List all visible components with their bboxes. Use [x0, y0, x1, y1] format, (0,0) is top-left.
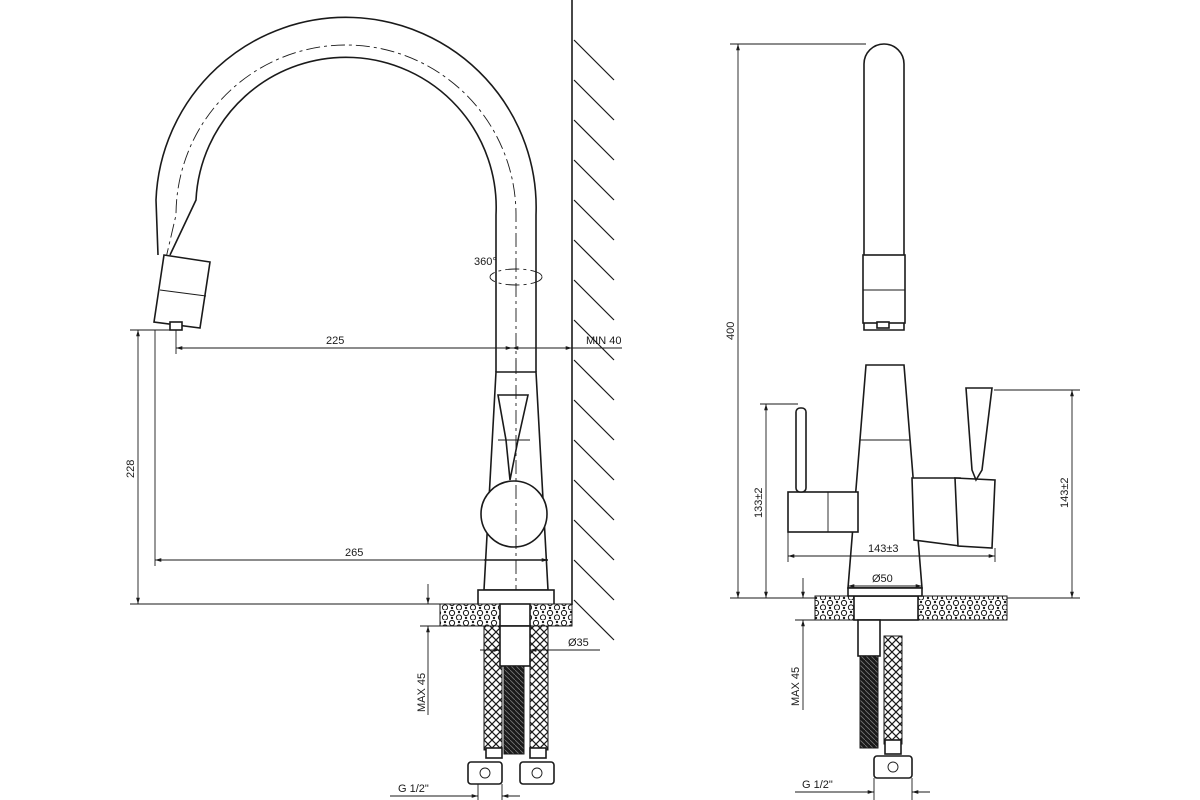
- wall-hatch-line: [573, 479, 615, 521]
- right-valve: [911, 387, 996, 549]
- wall-hatch-line: [573, 599, 615, 641]
- spray-head: [153, 254, 211, 331]
- front-dimensions: 400 133±2 143±2 143±3 Ø50 MAX 45: [725, 43, 1080, 800]
- dim-height-label: 228: [125, 460, 137, 478]
- wall-hatch-line: [573, 199, 615, 241]
- wall-hatch-line: [573, 39, 615, 81]
- wall-hatch-line: [573, 399, 615, 441]
- wall-hatch-line: [573, 559, 615, 601]
- left-valve: [787, 407, 859, 533]
- dim-reach-label: 225: [326, 335, 344, 347]
- dim-front-thread-label: G 1/2": [802, 779, 833, 791]
- dim-front-thickness-label: MAX 45: [790, 667, 802, 706]
- rotation-label: 360°: [474, 256, 497, 268]
- dim-wall-min-label: MIN 40: [586, 335, 621, 347]
- dim-total-reach-label: 265: [345, 547, 363, 559]
- dim-total-height-label: 400: [725, 322, 737, 340]
- dim-thickness-label: MAX 45: [416, 673, 428, 712]
- side-dimensions: 225 MIN 40 228 265 Ø35 MAX 45: [125, 329, 622, 800]
- wall-hatch-line: [573, 439, 615, 481]
- wall-hatch-line: [573, 519, 615, 561]
- rotation-marker: 360°: [474, 256, 543, 286]
- countertop: [439, 603, 573, 627]
- wall-hatch-line: [573, 119, 615, 161]
- faucet-body: [477, 360, 555, 607]
- dim-hole-label: Ø35: [568, 637, 589, 649]
- dim-thread-label: G 1/2": [398, 783, 429, 795]
- wall-hatch-line: [573, 359, 615, 401]
- supply-hoses: [467, 625, 555, 785]
- wall-hatch-line: [573, 159, 615, 201]
- dim-right-lever-label: 143±2: [1059, 477, 1071, 508]
- front-hoses: [857, 619, 913, 779]
- dim-base-label: Ø50: [872, 573, 893, 585]
- wall-hatch-line: [573, 319, 615, 361]
- spout-column: [862, 43, 906, 331]
- spout-arc: [155, 16, 537, 372]
- wall-hatch-line: [573, 79, 615, 121]
- dim-left-lever-label: 133±2: [753, 487, 765, 518]
- dim-width-label: 143±3: [868, 543, 899, 555]
- side-view: 360°: [125, 0, 622, 800]
- wall-hatch-line: [573, 239, 615, 281]
- wall: [571, 0, 615, 641]
- front-countertop: [814, 587, 1008, 621]
- wall-hatch-line: [573, 279, 615, 321]
- front-view: 400 133±2 143±2 143±3 Ø50 MAX 45: [725, 43, 1080, 800]
